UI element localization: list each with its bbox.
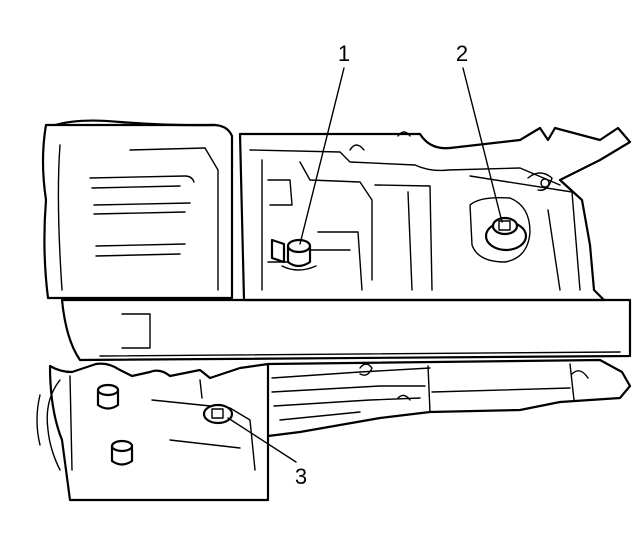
bolt-lower-left-top (96, 383, 120, 410)
leader-line-3 (227, 417, 297, 463)
upper-skid-plate (238, 126, 632, 302)
callout-label-3: 3 (295, 464, 307, 489)
lower-housing (36, 362, 270, 502)
plug-3 (202, 403, 234, 425)
drain-plug-2 (484, 216, 528, 252)
fill-plug-1 (281, 238, 317, 271)
frame-crossmember (60, 298, 632, 362)
callout-label-2: 2 (456, 41, 468, 66)
leader-line-2 (462, 67, 503, 223)
bolt-lower-left-bottom (110, 439, 134, 466)
bolt-upper-left (270, 238, 286, 264)
leader-line-1 (299, 67, 345, 245)
callout-label-1: 1 (338, 41, 350, 66)
upper-left-housing (41, 119, 234, 300)
lower-driveshaft (266, 358, 632, 438)
